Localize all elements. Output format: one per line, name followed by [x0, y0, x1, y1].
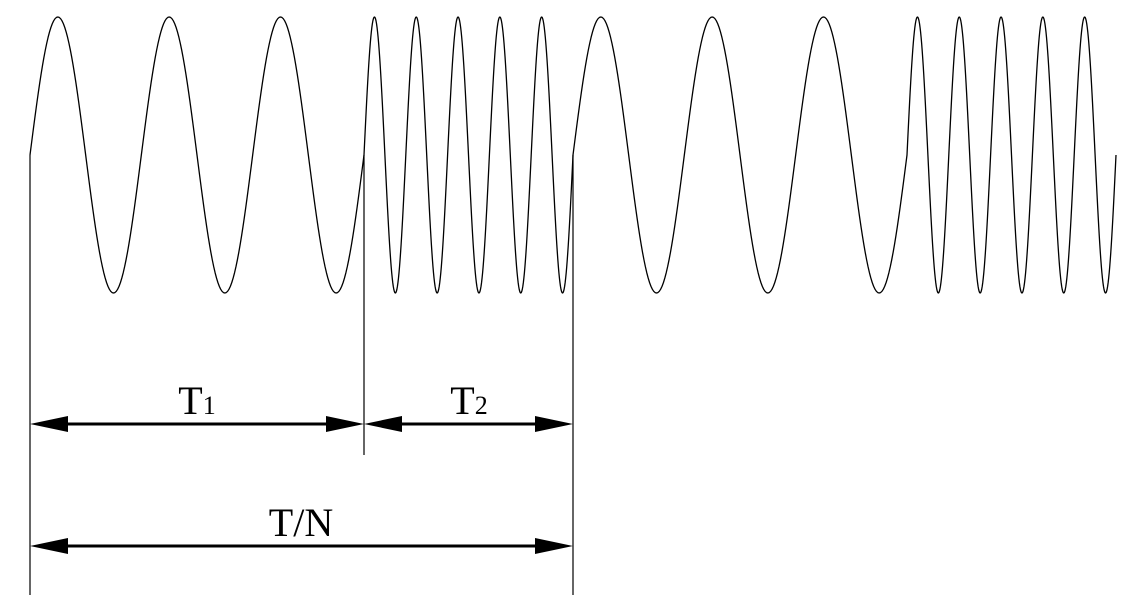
t1-label: T1 [178, 378, 215, 423]
t1-label-main: T [178, 378, 202, 423]
t2-label-sub: 2 [475, 391, 488, 420]
t2-dimension: T2 [364, 378, 573, 432]
total-dimension: T/N [30, 500, 573, 554]
total-arrow-left [30, 538, 68, 554]
t1-label-sub: 1 [203, 391, 216, 420]
t1-arrow-left [30, 416, 68, 432]
t2-arrow-right [535, 416, 573, 432]
t1-dimension: T1 [30, 378, 364, 432]
t2-label: T2 [450, 378, 487, 423]
total-label: T/N [269, 500, 333, 545]
total-arrow-right [535, 538, 573, 554]
t1-arrow-right [326, 416, 364, 432]
t2-arrow-left [364, 416, 402, 432]
t2-label-main: T [450, 378, 474, 423]
